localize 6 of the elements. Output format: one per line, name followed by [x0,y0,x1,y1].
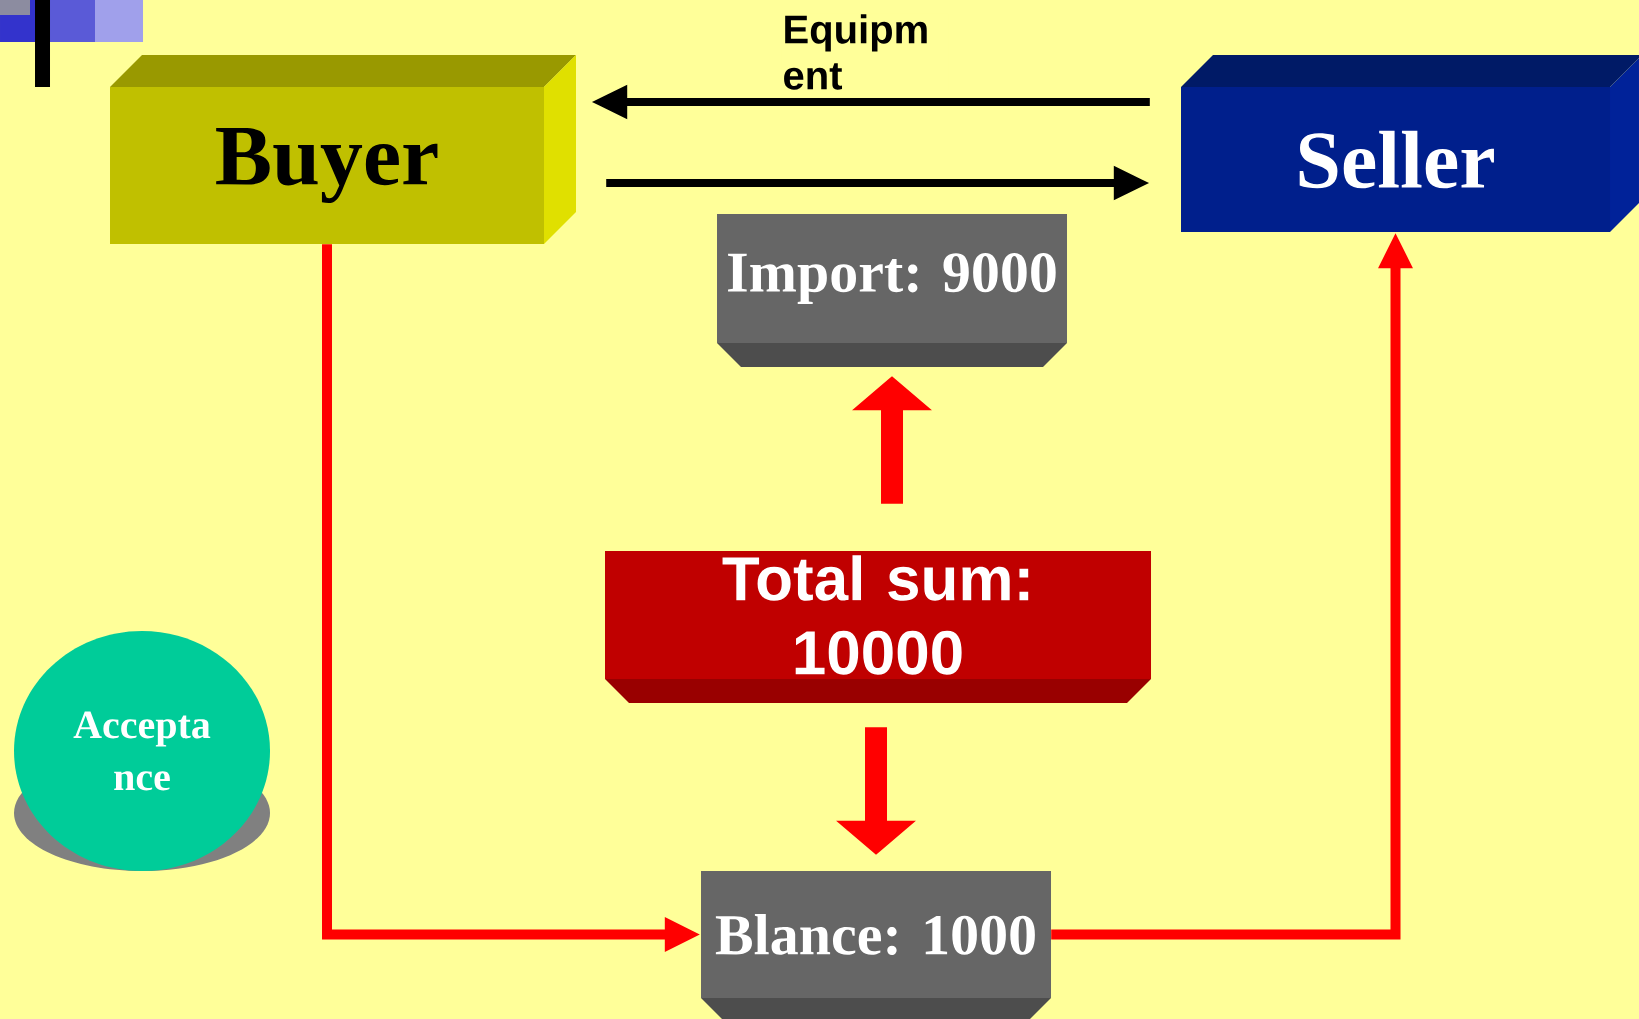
total-box: Total sum: 10000 [605,551,1151,703]
import-box: Import: 9000 [717,214,1067,367]
buyer-box: Buyer [110,55,576,244]
edge-label: Equipm ent [781,13,949,91]
balance-box: Blance: 1000 [701,871,1051,1019]
seller-box: Seller [1181,55,1639,232]
